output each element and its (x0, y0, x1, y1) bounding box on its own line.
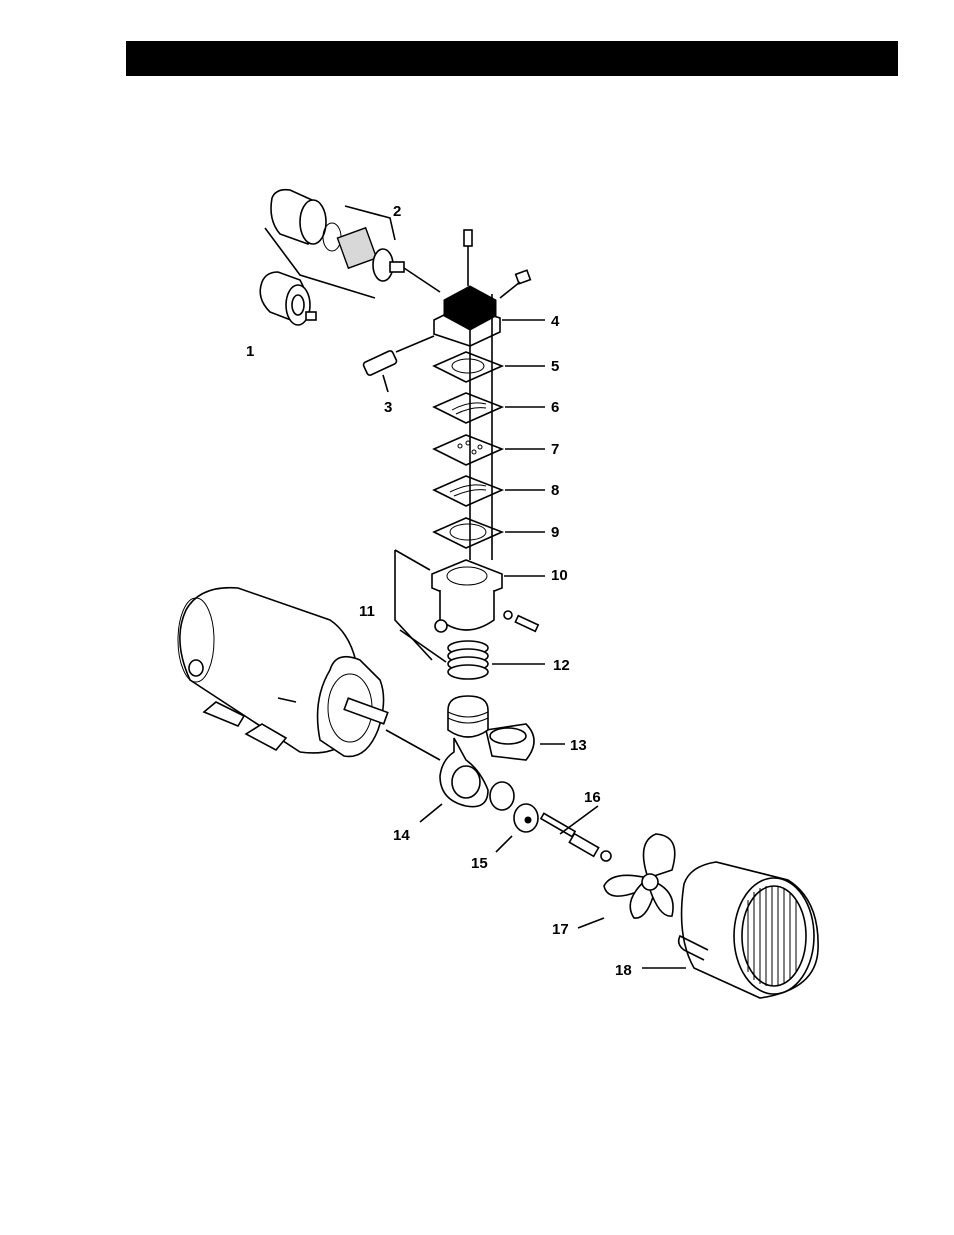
callout-3: 3 (384, 399, 392, 416)
part-10-cylinder (432, 290, 545, 632)
callout-13: 13 (570, 737, 587, 754)
callout-4: 4 (551, 313, 560, 330)
part-3-fitting (363, 336, 434, 392)
part-6-valve-plate (434, 393, 545, 423)
callout-7: 7 (551, 441, 559, 458)
part-18-fan-shroud (642, 862, 818, 998)
callout-1: 1 (246, 343, 254, 360)
part-4-cylinder-head (434, 230, 545, 346)
callout-15: 15 (471, 855, 488, 872)
callout-17: 17 (552, 921, 569, 938)
part-5-gasket (434, 352, 545, 382)
part-15-bearing (490, 782, 538, 852)
part-14-connecting-rod (420, 696, 488, 822)
callout-5: 5 (551, 358, 559, 375)
callout-8: 8 (551, 482, 559, 499)
callout-18: 18 (615, 962, 632, 979)
part-8-valve-plate (434, 476, 545, 506)
callout-9: 9 (551, 524, 559, 541)
callout-12: 12 (553, 657, 570, 674)
callout-14: 14 (393, 827, 410, 844)
part-13-sleeve (486, 724, 565, 760)
part-7-valve-plate (434, 435, 545, 465)
callout-11: 11 (359, 603, 375, 620)
callout-2: 2 (393, 203, 401, 220)
part-9-gasket (434, 518, 545, 548)
part-16-pin (541, 806, 611, 861)
callout-6: 6 (551, 399, 559, 416)
callout-10: 10 (551, 567, 568, 584)
callout-16: 16 (584, 789, 601, 806)
part-1-filter-housing (260, 272, 316, 325)
motor (178, 588, 440, 760)
